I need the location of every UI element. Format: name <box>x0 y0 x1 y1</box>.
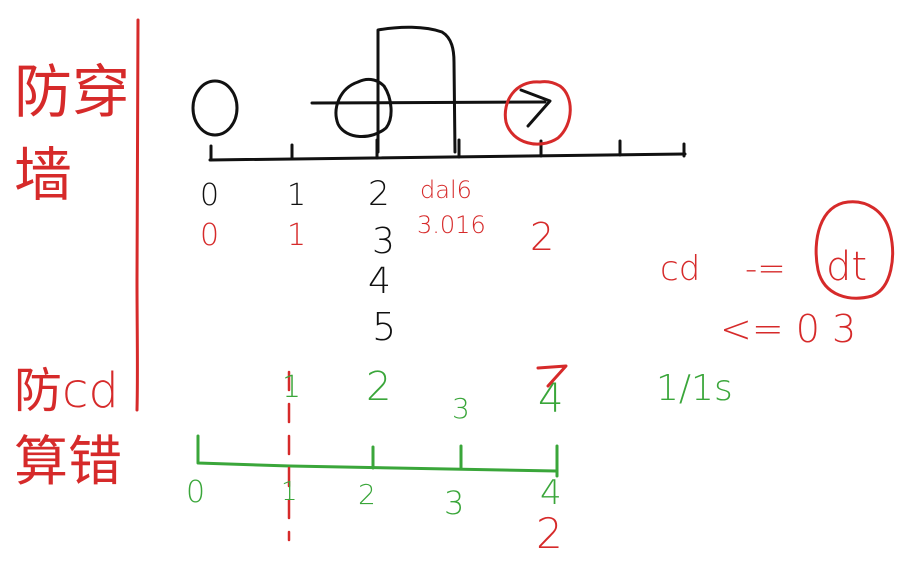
bottom-top-label-1: 1 <box>282 370 301 405</box>
top-red-small-3016: 3.016 <box>417 211 486 239</box>
top-tick-label-black-2: 2 <box>368 174 390 214</box>
top-tick-label-red-0: 0 <box>200 218 219 253</box>
bottom-number-line <box>196 434 559 478</box>
label-qiang: 墙 <box>14 141 72 209</box>
top-axis-line <box>208 152 687 162</box>
bottom-label-1: 1 <box>281 477 298 507</box>
motion-arrow-head <box>519 88 552 128</box>
note-condition: <= 0 3 <box>720 307 856 351</box>
top-tick-label-red-1: 1 <box>287 218 306 253</box>
bottom-top-label-3: 3 <box>452 392 470 425</box>
motion-arrow-line <box>310 100 547 105</box>
bottom-label-3: 3 <box>444 484 464 522</box>
top-tick-label-black-0: 0 <box>200 178 219 213</box>
top-stack-3: 3 <box>372 221 395 262</box>
top-red-small-dal6: dal6 <box>420 176 472 204</box>
bottom-red-two: 2 <box>536 509 563 558</box>
wall-obstacle <box>376 25 457 154</box>
note-cd-operator: -= <box>745 249 786 289</box>
top-tick-label-red-2: 2 <box>530 215 554 259</box>
note-dt: dt <box>826 244 867 290</box>
label-fang-cd: 防cd <box>14 363 119 419</box>
bottom-label-4: 4 <box>540 473 562 513</box>
bottom-red-seven-stroke <box>536 364 568 388</box>
bottom-label-2: 2 <box>358 478 376 511</box>
top-number-line <box>208 138 687 162</box>
top-tick-label-black-1: 1 <box>287 178 306 213</box>
bottom-axis-line <box>196 434 558 473</box>
top-stack-4: 4 <box>368 261 391 302</box>
target-circle-red <box>503 80 572 146</box>
note-rate: 1/1s <box>656 368 733 409</box>
label-fang-chuan: 防穿 <box>14 58 130 126</box>
top-stack-5: 5 <box>372 305 396 349</box>
divider-line <box>135 18 140 412</box>
bottom-top-label-2: 2 <box>366 364 391 410</box>
note-dt-circle <box>814 200 894 300</box>
label-suan-cuo: 算错 <box>14 430 122 493</box>
note-cd: cd <box>660 249 700 289</box>
object-circle-start <box>191 79 239 137</box>
object-circle-mid <box>334 77 393 138</box>
bottom-label-0: 0 <box>186 475 205 510</box>
